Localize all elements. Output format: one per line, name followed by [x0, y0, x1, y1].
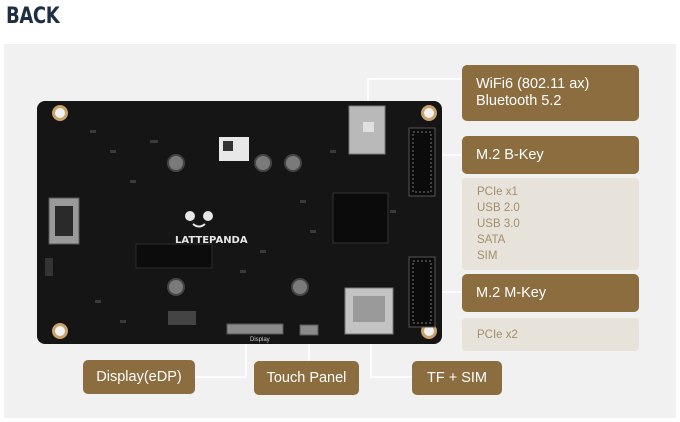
- spec-usb3: USB 3.0: [477, 218, 520, 230]
- m2-m-key-callout: M.2 M-Key: [462, 274, 639, 312]
- tf-sim-callout: TF + SIM: [412, 361, 502, 395]
- tf-sim-label: TF + SIM: [426, 369, 488, 386]
- m2-m-key-label: M.2 M-Key: [476, 284, 547, 301]
- wifi-bluetooth-callout: WiFi6 (802.11 ax) Bluetooth 5.2: [462, 65, 639, 121]
- display-callout: Display(eDP): [83, 360, 195, 394]
- display-silkscreen: Display: [250, 337, 270, 343]
- touch-connector: [299, 324, 319, 336]
- m2-b-key-specs: PCIe x1 USB 2.0 USB 3.0 SATA SIM: [462, 178, 639, 270]
- touch-panel-label: Touch Panel: [266, 369, 347, 386]
- m2-m-key-specs: PCIe x2: [462, 318, 639, 351]
- display-label: Display(eDP): [96, 368, 182, 385]
- main-chip: [332, 192, 389, 244]
- logo-text: LATTEPANDA: [175, 235, 248, 246]
- spec-pcie-x1: PCIe x1: [477, 186, 518, 198]
- page-title: BACK: [6, 4, 60, 29]
- smd-components: [90, 130, 396, 323]
- spec-sim: SIM: [477, 250, 498, 262]
- m2-b-key-label: M.2 B-Key: [476, 146, 544, 163]
- lattepanda-logo: LATTEPANDA: [175, 211, 248, 246]
- wifi-label: WiFi6 (802.11 ax): [476, 76, 590, 92]
- spec-usb2: USB 2.0: [477, 202, 520, 214]
- touch-panel-callout: Touch Panel: [254, 361, 359, 395]
- bluetooth-label: Bluetooth 5.2: [476, 93, 562, 109]
- display-connector: [226, 323, 284, 335]
- spec-sata: SATA: [477, 234, 506, 246]
- pcb-board: [37, 101, 442, 344]
- m2-b-key-callout: M.2 B-Key: [462, 136, 639, 174]
- spec-pcie-x2: PCIe x2: [477, 328, 518, 341]
- standoffs: [167, 154, 309, 296]
